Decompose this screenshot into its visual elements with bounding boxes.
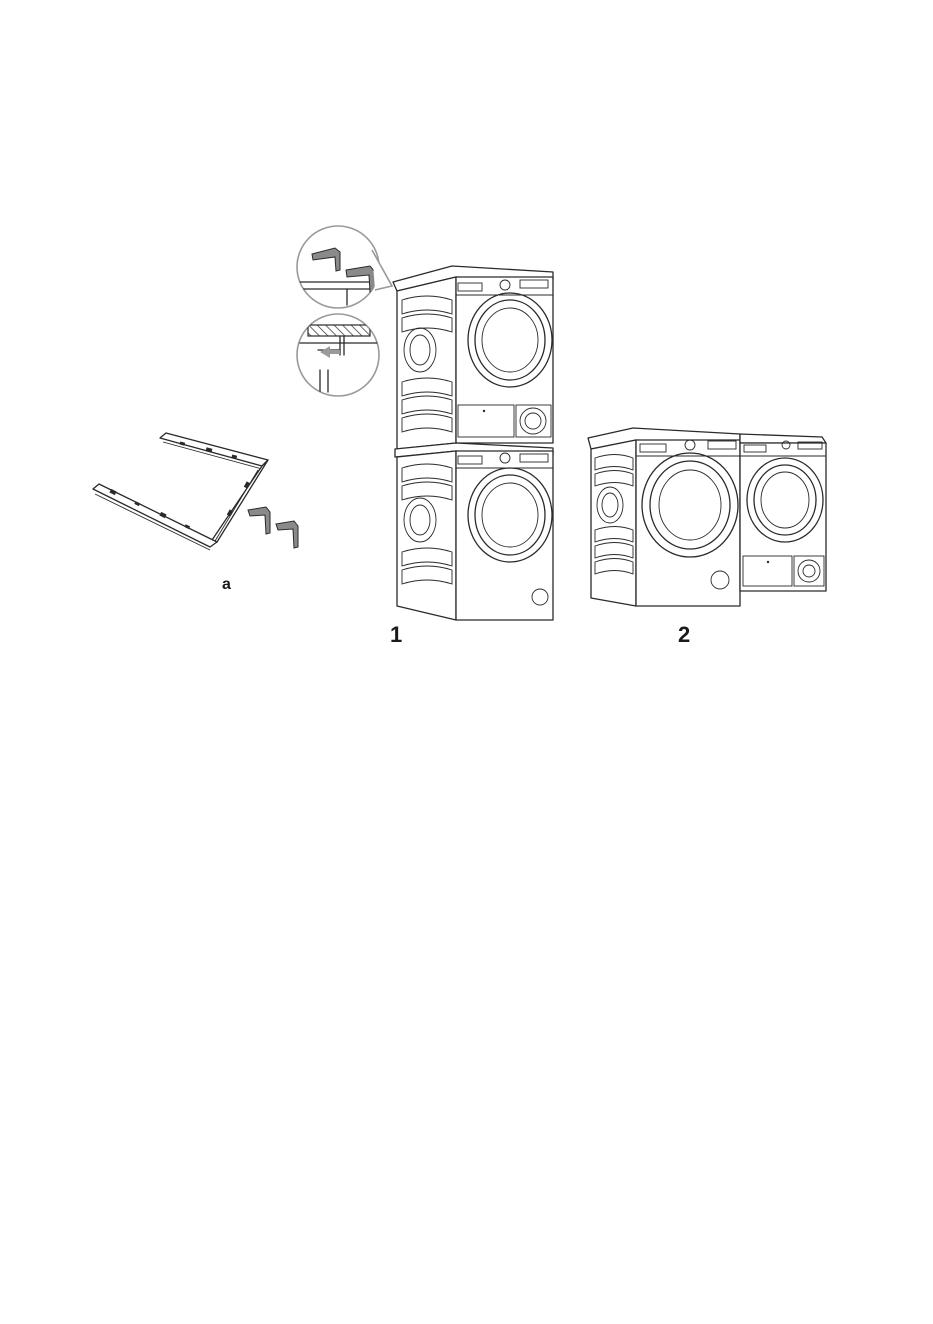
stacking-kit-frame [93, 433, 268, 550]
label-side-by-side: 2 [678, 622, 690, 647]
label-stacked: 1 [390, 622, 402, 647]
stacked-washer-lower [397, 451, 553, 620]
bracket-right [276, 521, 298, 548]
zoom-callout-bracket [290, 226, 392, 308]
stacked-dryer-upper [393, 266, 553, 449]
side-dryer-right [740, 434, 826, 591]
bracket-left [248, 507, 270, 534]
label-kit: a [222, 576, 231, 593]
zoom-callout-adjust [297, 314, 380, 396]
